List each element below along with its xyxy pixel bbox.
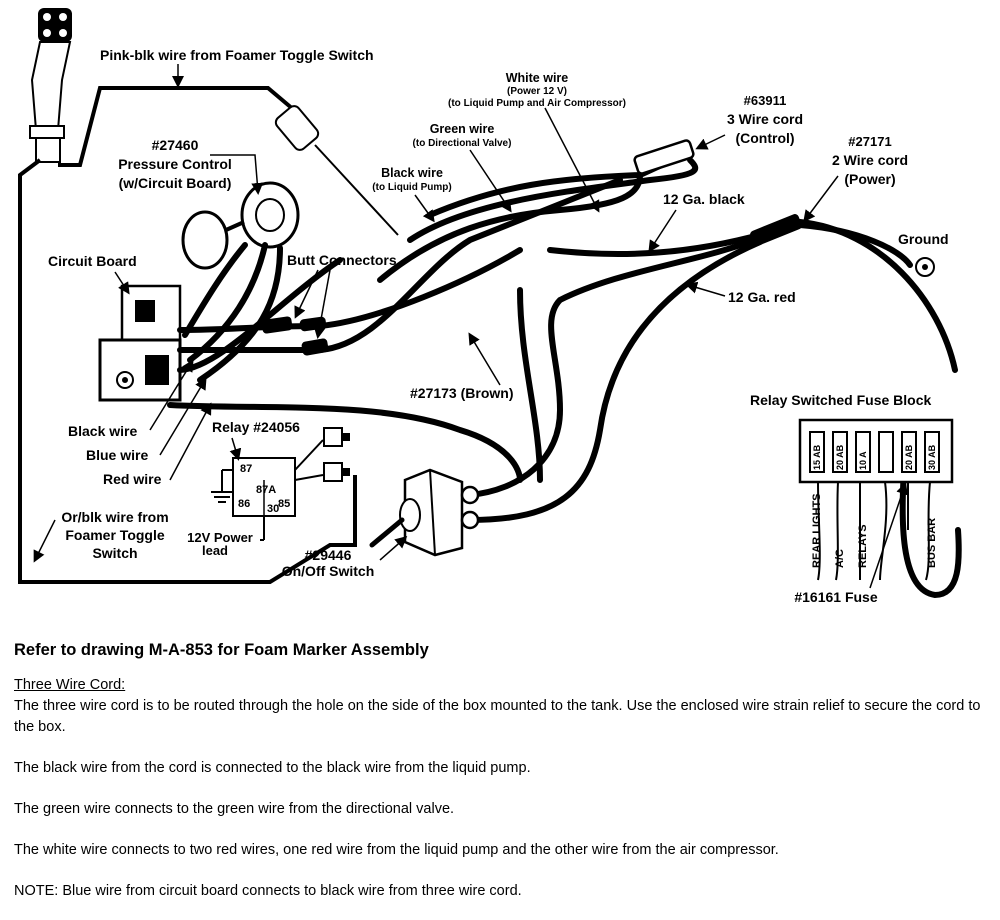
label-three-wire-cord: 3 Wire cord — [727, 111, 803, 127]
label-green-wire-destination: (to Directional Valve) — [413, 138, 512, 149]
label-w-circuit-board: (w/Circuit Board) — [119, 175, 232, 191]
notes-paragraph-2: The black wire from the cord is connecte… — [14, 760, 531, 776]
label-pink-blk-wire: Pink-blk wire from Foamer Toggle Switch — [100, 47, 374, 63]
label-or-blk-wire-3: Switch — [92, 545, 137, 561]
label-relay: Relay #24056 — [212, 419, 300, 435]
harness-wires — [167, 149, 962, 599]
label-white-wire-power: (Power 12 V) — [507, 86, 567, 97]
fuse-slot — [809, 431, 825, 473]
fuse-slot — [878, 431, 894, 473]
diagram-labels: Pink-blk wire from Foamer Toggle Switch … — [33, 47, 949, 605]
fuse-slot — [832, 431, 848, 473]
notes-paragraph-5: NOTE: Blue wire from circuit board conne… — [14, 883, 522, 899]
fuse-rating: 10 A — [858, 451, 868, 470]
relay-terminal-85: 85 — [278, 498, 290, 510]
label-ground: Ground — [898, 231, 949, 247]
wiring-diagram: 87 87A 86 85 30 15 AB REAR LIGHTS 20 AB A/C… — [18, 8, 962, 605]
label-white-wire: White wire — [506, 71, 569, 85]
label-power-lead-2: lead — [202, 543, 228, 558]
label-on-off-switch: On/Off Switch — [282, 563, 375, 579]
label-circuit-board: Circuit Board — [48, 253, 137, 269]
label-blue-wire: Blue wire — [86, 447, 148, 463]
notes-paragraph-3: The green wire connects to the green wir… — [14, 801, 455, 817]
notes-heading: Refer to drawing M-A-853 for Foam Marker… — [14, 641, 429, 659]
fuse-rating: 15 AB — [812, 444, 822, 470]
spade-connectors — [323, 427, 350, 482]
label-fuse-block: Relay Switched Fuse Block — [750, 392, 931, 408]
label-part-63911: #63911 — [744, 93, 787, 108]
label-power-lead-1: 12V Power — [187, 530, 253, 545]
label-two-wire-cord: 2 Wire cord — [832, 152, 908, 168]
fuse-slot — [855, 431, 871, 473]
assembly-notes: Refer to drawing M-A-853 for Foam Marker… — [14, 640, 989, 902]
label-12ga-red: 12 Ga. red — [728, 289, 796, 305]
label-fuse: #16161 Fuse — [794, 589, 877, 605]
label-black-wire: Black wire — [68, 423, 137, 439]
label-pressure-control: Pressure Control — [118, 156, 232, 172]
ground-terminal — [915, 257, 935, 277]
label-white-wire-destination: (to Liquid Pump and Air Compressor) — [448, 98, 626, 109]
fuse-slot — [924, 431, 940, 473]
fuse-circuit-label: RELAYS — [857, 524, 869, 568]
joystick-handle — [29, 8, 72, 163]
fuse-circuit-label: REAR LIGHTS — [811, 493, 823, 568]
label-power: (Power) — [844, 171, 895, 187]
butt-connectors — [261, 316, 329, 356]
notes-paragraph-1: The three wire cord is to be routed thro… — [14, 698, 981, 735]
label-brown-wire: #27173 (Brown) — [410, 385, 513, 401]
fuse-rating: 30 AB — [927, 444, 937, 470]
label-or-blk-wire-1: Or/blk wire from — [61, 509, 168, 525]
three-wire-cord-connector — [633, 139, 695, 175]
label-green-wire: Green wire — [430, 122, 495, 136]
harness-frame — [18, 86, 357, 584]
pressure-control-knobs — [181, 181, 300, 270]
label-control: (Control) — [735, 130, 794, 146]
label-butt-connectors: Butt Connectors — [287, 252, 397, 268]
label-red-wire: Red wire — [103, 471, 162, 487]
label-black-wire-top: Black wire — [381, 166, 443, 180]
notes-paragraph-4: The white wire connects to two red wires… — [14, 842, 779, 858]
relay-terminal-86: 86 — [238, 498, 250, 510]
fuse-rating: 20 AB — [835, 444, 845, 470]
fuse-circuit-label: A/C — [834, 549, 846, 568]
fuse-leads — [817, 481, 931, 581]
fuse-block: 15 AB REAR LIGHTS 20 AB A/C 10 A RELAYS 20 AB 3… — [798, 418, 954, 568]
on-off-switch — [369, 468, 480, 557]
circuit-board — [98, 284, 182, 402]
pink-blk-wire — [274, 105, 399, 236]
fuse-slot — [901, 431, 917, 473]
two-wire-cord-connector — [750, 214, 802, 246]
notes-section-title: Three Wire Cord: — [14, 677, 126, 693]
label-black-wire-destination: (to Liquid Pump) — [372, 182, 451, 193]
label-part-27171: #27171 — [848, 134, 891, 149]
fuse-rating: 20 AB — [904, 444, 914, 470]
relay-terminal-87a: 87A — [256, 484, 276, 496]
label-or-blk-wire-2: Foamer Toggle — [65, 527, 165, 543]
relay-24056: 87 87A 86 85 30 — [211, 439, 324, 541]
label-12ga-black: 12 Ga. black — [663, 191, 745, 207]
relay-terminal-30: 30 — [267, 503, 279, 515]
relay-terminal-87: 87 — [240, 463, 252, 475]
label-part-27460: #27460 — [152, 137, 199, 153]
label-part-29446: #29446 — [305, 547, 352, 563]
